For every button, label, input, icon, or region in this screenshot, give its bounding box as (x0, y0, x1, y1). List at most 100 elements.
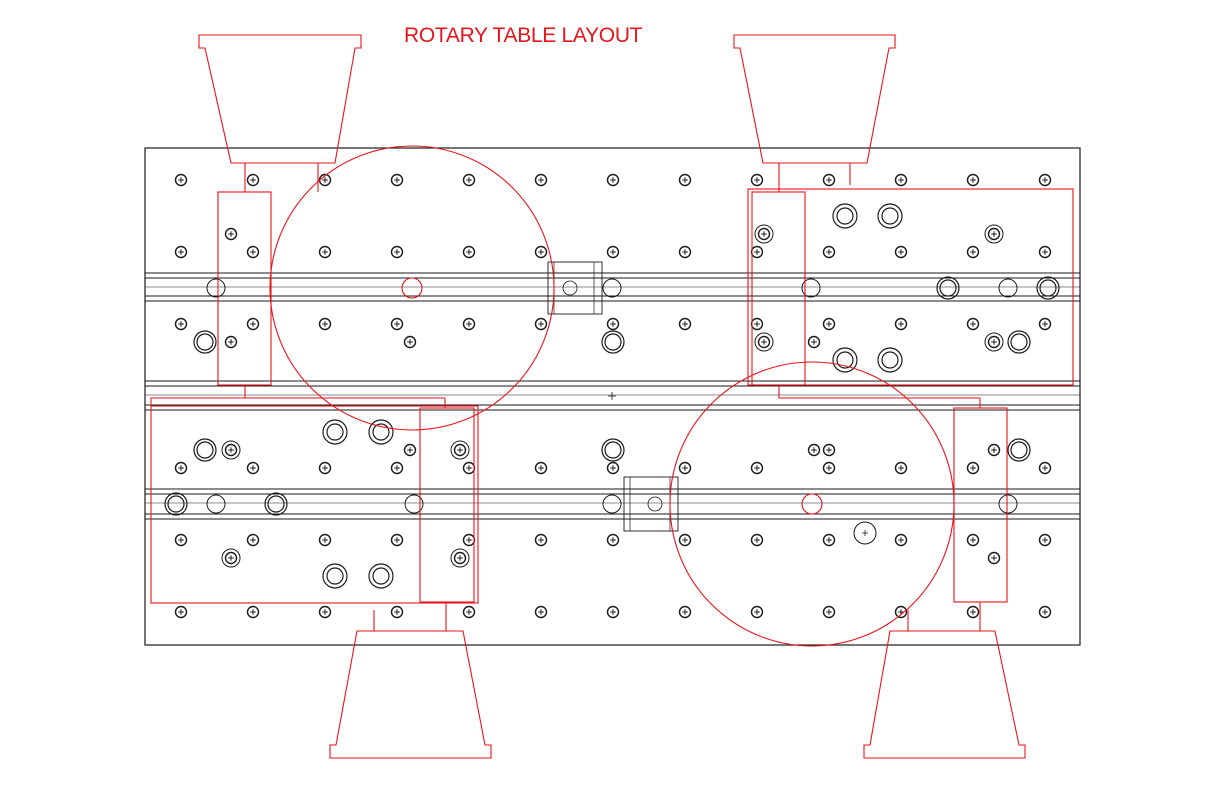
counterbored-hole-inner (836, 207, 854, 225)
tapped-hole-icon (224, 227, 238, 241)
tapped-hole-cross (394, 321, 400, 327)
tapped-hole-icon (174, 533, 188, 547)
tapped-hole-icon (807, 443, 821, 457)
rotary-table-center (401, 277, 423, 299)
counterbored-hole-icon (1007, 438, 1031, 462)
tapped-hole-cross (394, 177, 400, 183)
tapped-hole-cross (610, 609, 616, 615)
tapped-hole-icon (678, 461, 692, 475)
fixture-clamp-bottom (329, 630, 492, 759)
tapped-hole-icon (390, 605, 404, 619)
counterbored-hole-inner (604, 333, 622, 351)
tapped-hole-cross (970, 249, 976, 255)
tapped-hole-icon (678, 245, 692, 259)
page-title: ROTARY TABLE LAYOUT (404, 24, 643, 47)
tapped-hole-cross (826, 537, 832, 543)
counterbored-hole-inner (372, 423, 390, 441)
tapped-hole-cross (322, 537, 328, 543)
tapped-hole-cross (538, 609, 544, 615)
slot-hole (404, 494, 424, 514)
tapped-hole-cross (178, 321, 184, 327)
tapped-hole-cross (898, 321, 904, 327)
tapped-hole-cross (394, 609, 400, 615)
tapped-hole-icon (750, 605, 764, 619)
tapped-hole-cross (1042, 537, 1048, 543)
center-mark (608, 392, 616, 400)
tapped-hole-cross (991, 339, 997, 345)
tapped-hole-icon (894, 461, 908, 475)
tapped-hole-cross (407, 447, 413, 453)
tapped-hole-cross (610, 465, 616, 471)
counterbored-hole-inner (604, 441, 622, 459)
tapped-hole-icon (987, 227, 1001, 241)
tapped-hole-cross (466, 321, 472, 327)
tapped-hole-icon (174, 245, 188, 259)
tapped-hole-icon (246, 173, 260, 187)
tapped-hole-cross (250, 465, 256, 471)
tapped-hole-icon (534, 317, 548, 331)
counterbored-hole-icon (193, 438, 217, 462)
tapped-hole-icon (174, 605, 188, 619)
tapped-hole-icon (534, 605, 548, 619)
tapped-hole-icon (462, 605, 476, 619)
tapped-hole-icon (678, 173, 692, 187)
tapped-hole-cross (826, 321, 832, 327)
tapped-hole-icon (246, 605, 260, 619)
tapped-hole-cross (754, 465, 760, 471)
counterbored-hole-icon (832, 347, 858, 373)
tapped-hole-icon (174, 173, 188, 187)
tapped-hole-icon (318, 317, 332, 331)
fixture-plate-outline (150, 405, 479, 604)
tapped-hole-cross (1042, 609, 1048, 615)
counterbore-ring (754, 332, 774, 352)
fixture-rail (217, 191, 272, 386)
tapped-hole-cross (682, 609, 688, 615)
fixture-connector (244, 385, 446, 408)
tapped-hole-cross (538, 177, 544, 183)
counterbored-hole-inner (836, 351, 854, 369)
tapped-hole-cross (826, 447, 832, 453)
hole-pattern (164, 173, 1060, 619)
tapped-hole-cross (898, 537, 904, 543)
tapped-hole-icon (1038, 461, 1052, 475)
fixture-plate-outline (747, 188, 1074, 386)
counterbored-hole-inner (267, 495, 285, 513)
tapped-hole-icon (403, 335, 417, 349)
tapped-hole-icon (1038, 173, 1052, 187)
tapped-hole-icon (462, 317, 476, 331)
tapped-hole-cross (991, 447, 997, 453)
tapped-hole-cross (228, 447, 234, 453)
counterbored-hole-inner (881, 351, 899, 369)
tapped-hole-cross (250, 537, 256, 543)
tapped-hole-icon (966, 461, 980, 475)
base-plate-linework (144, 147, 1081, 646)
tapped-hole-cross (754, 609, 760, 615)
counterbored-hole-inner (881, 207, 899, 225)
tapped-hole-icon (246, 245, 260, 259)
counterbored-hole-icon (368, 563, 394, 589)
fixture-clamp-bottom (863, 630, 1026, 759)
tapped-hole-cross (178, 465, 184, 471)
counterbore-ring (450, 548, 470, 568)
counterbored-hole-inner (1010, 333, 1028, 351)
slot-key-hole (562, 280, 578, 296)
tapped-hole-icon (224, 551, 238, 565)
fixture-clamp-top (733, 34, 896, 164)
rotary-table-center (801, 493, 823, 515)
counterbored-hole-inner (196, 441, 214, 459)
slot-key-hole (647, 496, 663, 512)
tapped-hole-cross (1042, 177, 1048, 183)
tapped-hole-cross (538, 321, 544, 327)
tapped-hole-cross (322, 177, 328, 183)
tapped-hole-icon (246, 317, 260, 331)
tapped-hole-icon (757, 335, 771, 349)
tapped-hole-cross (322, 321, 328, 327)
tapped-hole-icon (534, 245, 548, 259)
tapped-hole-icon (822, 443, 836, 457)
counterbored-hole-icon (322, 419, 348, 445)
tapped-hole-cross (466, 465, 472, 471)
tapped-hole-cross (250, 609, 256, 615)
tapped-hole-cross (538, 249, 544, 255)
tapped-hole-icon (318, 461, 332, 475)
tapped-hole-cross (610, 321, 616, 327)
